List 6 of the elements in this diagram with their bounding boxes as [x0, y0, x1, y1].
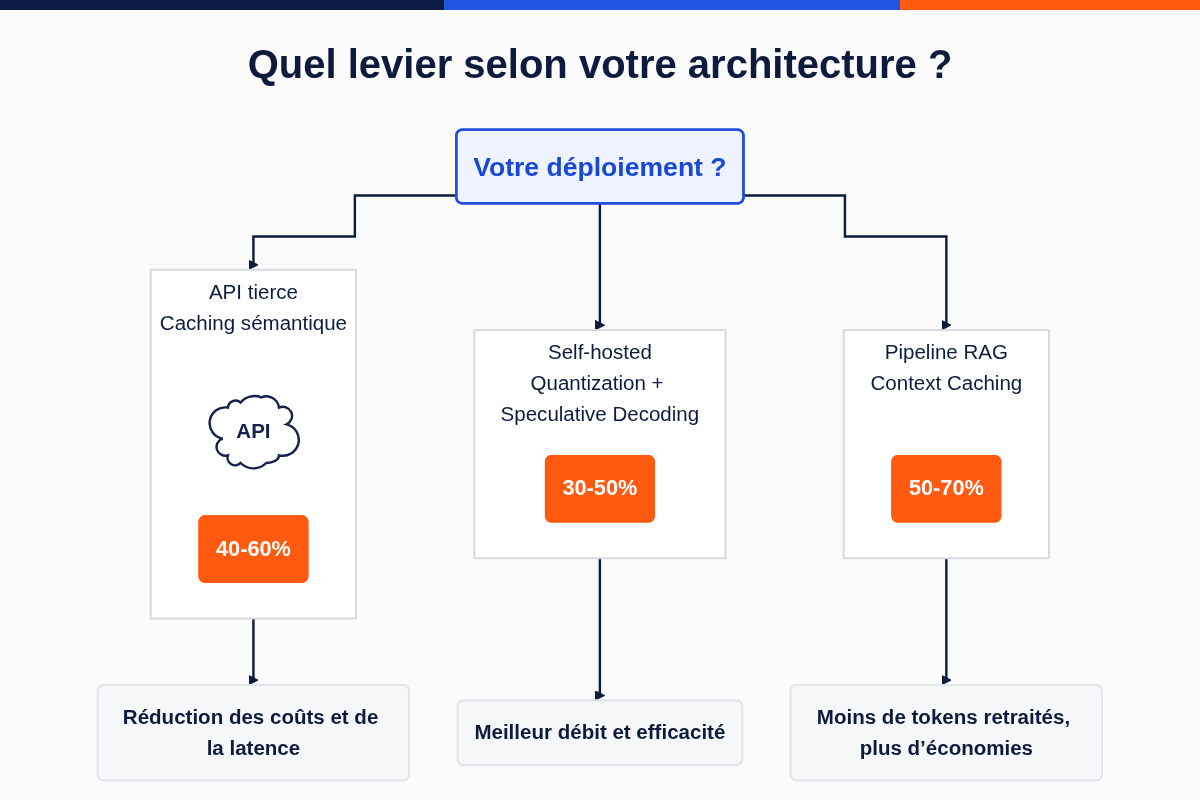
arrow	[248, 194, 457, 271]
arrow	[941, 557, 952, 686]
title: Quel levier selon votre architecture ?	[246, 42, 954, 87]
arrow	[743, 194, 952, 331]
arrow	[594, 557, 606, 701]
arrow	[248, 617, 259, 686]
